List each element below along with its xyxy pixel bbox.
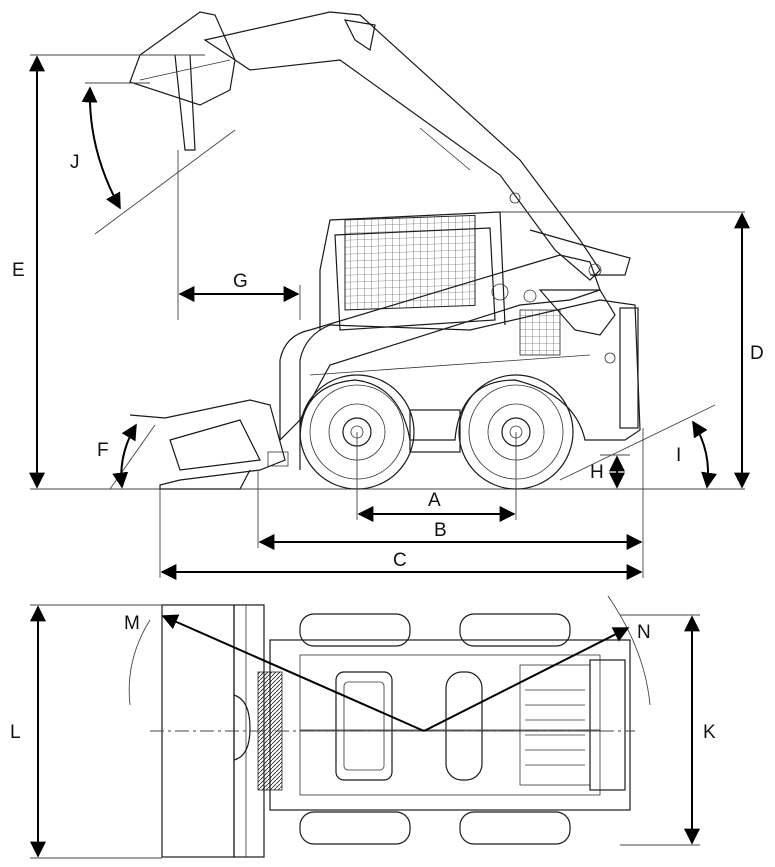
departure-line bbox=[559, 404, 716, 481]
tire-top-rear-left bbox=[459, 613, 571, 647]
swing-arc-left bbox=[128, 619, 151, 706]
tire-top-front-right bbox=[299, 811, 411, 845]
chassis-top bbox=[269, 639, 631, 811]
angle-j-arc bbox=[81, 86, 121, 210]
rollback-line bbox=[109, 424, 156, 490]
dump-angle-line bbox=[94, 129, 236, 235]
dim-e-label: E bbox=[12, 260, 25, 281]
radius-n-label: N bbox=[637, 622, 651, 643]
dim-d-label: D bbox=[750, 343, 764, 364]
dim-a-label: A bbox=[428, 490, 441, 511]
dim-b-label: B bbox=[434, 520, 447, 541]
angle-j-label: J bbox=[70, 152, 80, 173]
bucket-lowered bbox=[129, 399, 289, 490]
angle-i-arc bbox=[692, 420, 717, 489]
dim-g-label: G bbox=[233, 271, 248, 292]
radius-m-line bbox=[161, 614, 425, 732]
angle-f-arc bbox=[112, 423, 137, 489]
top-view: L K M N bbox=[10, 595, 716, 859]
radius-m-label: M bbox=[124, 613, 140, 634]
tire-top-rear-right bbox=[459, 811, 571, 845]
dim-c-label: C bbox=[393, 550, 407, 571]
angle-i-label: I bbox=[676, 445, 681, 466]
lift-arm-lowered bbox=[279, 254, 616, 442]
swing-arc-right bbox=[607, 595, 651, 706]
tire-top-front-left bbox=[299, 613, 411, 647]
angle-f-label: F bbox=[97, 440, 109, 461]
dim-k-label: K bbox=[703, 722, 716, 743]
side-view: E D G A B C H I F J bbox=[12, 11, 764, 580]
bucket-raised bbox=[129, 11, 236, 151]
dim-h-label: H bbox=[590, 462, 604, 483]
dim-l-label: L bbox=[10, 722, 21, 743]
radius-n-line bbox=[423, 627, 630, 732]
loader-body bbox=[299, 211, 641, 470]
